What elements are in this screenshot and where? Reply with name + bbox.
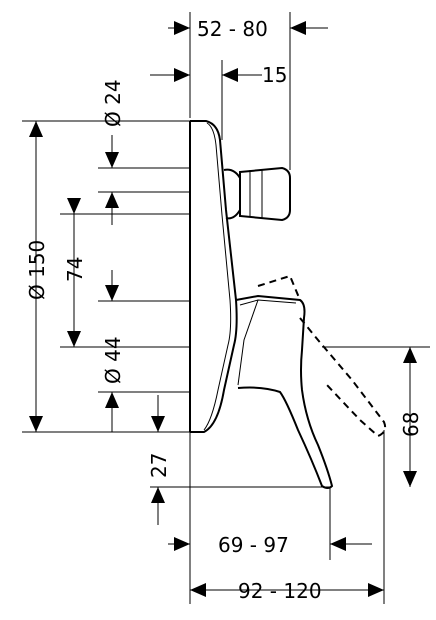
dim-74: 74 xyxy=(63,198,87,347)
extension-lines-left xyxy=(22,120,330,488)
label-27: 27 xyxy=(147,453,171,478)
label-dia-150: Ø 150 xyxy=(25,240,49,300)
label-dia-44: Ø 44 xyxy=(101,336,125,384)
dim-dia-44: Ø 44 xyxy=(101,270,125,432)
dim-dia-150: Ø 150 xyxy=(25,121,49,432)
dim-68: 68 xyxy=(322,346,430,487)
dim-dia-24: Ø 24 xyxy=(101,79,125,225)
label-92-120: 92 - 120 xyxy=(238,579,322,603)
dim-27: 27 xyxy=(147,395,171,525)
label-68: 68 xyxy=(399,412,423,437)
dim-52-80: 52 - 80 xyxy=(168,12,328,170)
label-74: 74 xyxy=(63,257,87,282)
dim-69-97: 69 - 97 xyxy=(168,432,372,604)
label-dia-24: Ø 24 xyxy=(101,79,125,127)
mixer-plate xyxy=(189,120,238,433)
label-69-97: 69 - 97 xyxy=(218,533,289,557)
label-15: 15 xyxy=(262,63,287,87)
lever-handle xyxy=(235,274,387,489)
dim-15: 15 xyxy=(150,60,287,140)
dim-92-120: 92 - 120 xyxy=(190,430,385,604)
label-52-80: 52 - 80 xyxy=(197,17,268,41)
diverter-knob xyxy=(223,166,291,222)
